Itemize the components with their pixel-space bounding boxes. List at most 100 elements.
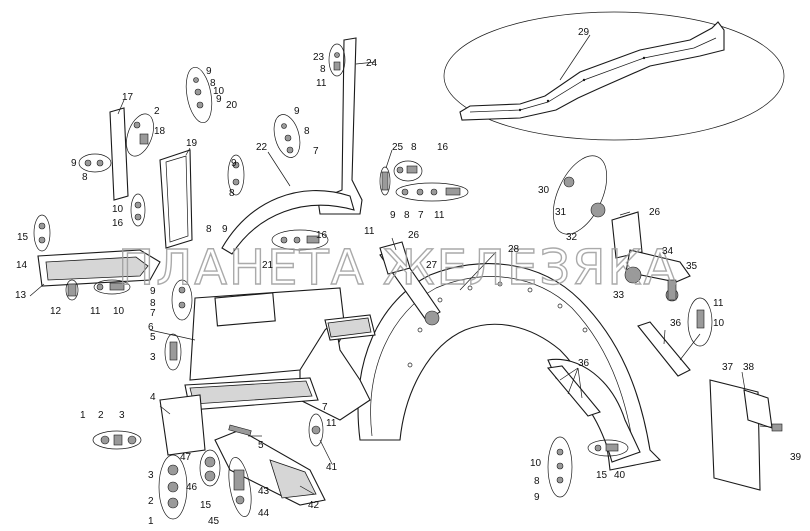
- callout-28: 28: [508, 244, 520, 255]
- upright-24: [221, 37, 363, 255]
- callout-47: 47: [180, 452, 192, 463]
- callout-23: 23: [313, 52, 325, 63]
- callout-36: 36: [670, 318, 682, 329]
- callout-11: 11: [90, 306, 101, 317]
- callout-8: 8: [404, 210, 410, 221]
- callout-1: 1: [80, 410, 86, 421]
- callout-8: 8: [206, 224, 212, 235]
- callout-41: 41: [326, 462, 338, 473]
- callout-45: 45: [208, 516, 220, 527]
- callout-31: 31: [555, 207, 567, 218]
- step-bracket-assembly: [159, 287, 376, 506]
- callout-16: 16: [316, 230, 328, 241]
- callout-39: 39: [790, 452, 802, 463]
- callout-15: 15: [596, 470, 608, 481]
- callout-14: 14: [16, 260, 28, 271]
- callout-9: 9: [206, 66, 212, 77]
- callout-24: 24: [366, 58, 378, 69]
- callout-8: 8: [229, 188, 235, 199]
- callout-46: 46: [186, 482, 198, 493]
- callout-33: 33: [613, 290, 625, 301]
- callout-7: 7: [322, 402, 328, 413]
- callout-8: 8: [320, 64, 326, 75]
- callout-27: 27: [426, 260, 438, 271]
- callout-13: 13: [15, 290, 27, 301]
- callout-20: 20: [226, 100, 238, 111]
- callout-40: 40: [614, 470, 626, 481]
- callout-43: 43: [258, 486, 270, 497]
- callout-10: 10: [113, 306, 125, 317]
- bracket-26-34: [611, 211, 691, 302]
- callout-3: 3: [150, 352, 156, 363]
- callout-36: 36: [578, 358, 590, 369]
- callout-17: 17: [122, 92, 134, 103]
- callout-10: 10: [112, 204, 124, 215]
- callout-44: 44: [258, 508, 270, 519]
- bolts: [38, 52, 783, 509]
- callout-8: 8: [210, 78, 216, 89]
- callout-labels: 23 24 8 11 29 9 8 10 9 20 17 2 18 9 8 9 …: [15, 27, 802, 527]
- callout-11: 11: [316, 78, 327, 89]
- callout-10: 10: [213, 86, 225, 97]
- callout-9: 9: [294, 106, 300, 117]
- callout-18: 18: [154, 126, 166, 137]
- callout-11: 11: [326, 418, 337, 429]
- callout-7: 7: [150, 308, 156, 319]
- callout-10: 10: [530, 458, 542, 469]
- callout-26: 26: [649, 207, 661, 218]
- callout-2: 2: [148, 496, 154, 507]
- callout-16: 16: [112, 218, 124, 229]
- mudflap-37: [709, 379, 783, 491]
- callout-32: 32: [566, 232, 578, 243]
- callout-9: 9: [222, 224, 228, 235]
- strip-36: [546, 321, 691, 417]
- callout-1: 1: [148, 516, 154, 527]
- callout-35: 35: [686, 261, 698, 272]
- callout-11: 11: [713, 298, 724, 309]
- bracket-17: [109, 107, 193, 249]
- fastener-ovals: [33, 43, 713, 520]
- callout-19: 19: [186, 138, 198, 149]
- callout-22: 22: [256, 142, 268, 153]
- callout-7: 7: [418, 210, 424, 221]
- callout-26: 26: [408, 230, 420, 241]
- callout-34: 34: [662, 246, 674, 257]
- callout-8: 8: [150, 298, 156, 309]
- callout-15: 15: [200, 500, 212, 511]
- leader-lines: [29, 34, 746, 495]
- callout-30: 30: [538, 185, 550, 196]
- left-step-13: [37, 249, 161, 287]
- callout-29: 29: [578, 27, 590, 38]
- callout-21: 21: [262, 260, 274, 271]
- callout-11: 11: [434, 210, 445, 221]
- callout-7: 7: [313, 146, 319, 157]
- callout-8: 8: [534, 476, 540, 487]
- callout-3: 3: [119, 410, 125, 421]
- callout-8: 8: [411, 142, 417, 153]
- callout-5: 5: [258, 440, 264, 451]
- detail-view-29: [443, 11, 785, 141]
- callout-42: 42: [308, 500, 320, 511]
- callout-9: 9: [390, 210, 396, 221]
- callout-11: 11: [364, 226, 375, 237]
- callout-8: 8: [304, 126, 310, 137]
- callout-37: 37: [722, 362, 734, 373]
- callout-16: 16: [437, 142, 449, 153]
- callout-12: 12: [50, 306, 62, 317]
- callout-9: 9: [150, 286, 156, 297]
- callout-2: 2: [98, 410, 104, 421]
- callout-10: 10: [713, 318, 725, 329]
- callout-2: 2: [154, 106, 160, 117]
- callout-9: 9: [71, 158, 77, 169]
- callout-5: 5: [150, 332, 156, 343]
- watermark: ПЛАНЕТА ЖЕЛЕЗЯКА: [118, 240, 678, 296]
- callout-15: 15: [17, 232, 29, 243]
- callout-25: 25: [392, 142, 404, 153]
- callout-6: 6: [148, 322, 154, 333]
- callout-9: 9: [231, 158, 237, 169]
- callout-38: 38: [743, 362, 755, 373]
- callout-3: 3: [148, 470, 154, 481]
- callout-9: 9: [216, 94, 222, 105]
